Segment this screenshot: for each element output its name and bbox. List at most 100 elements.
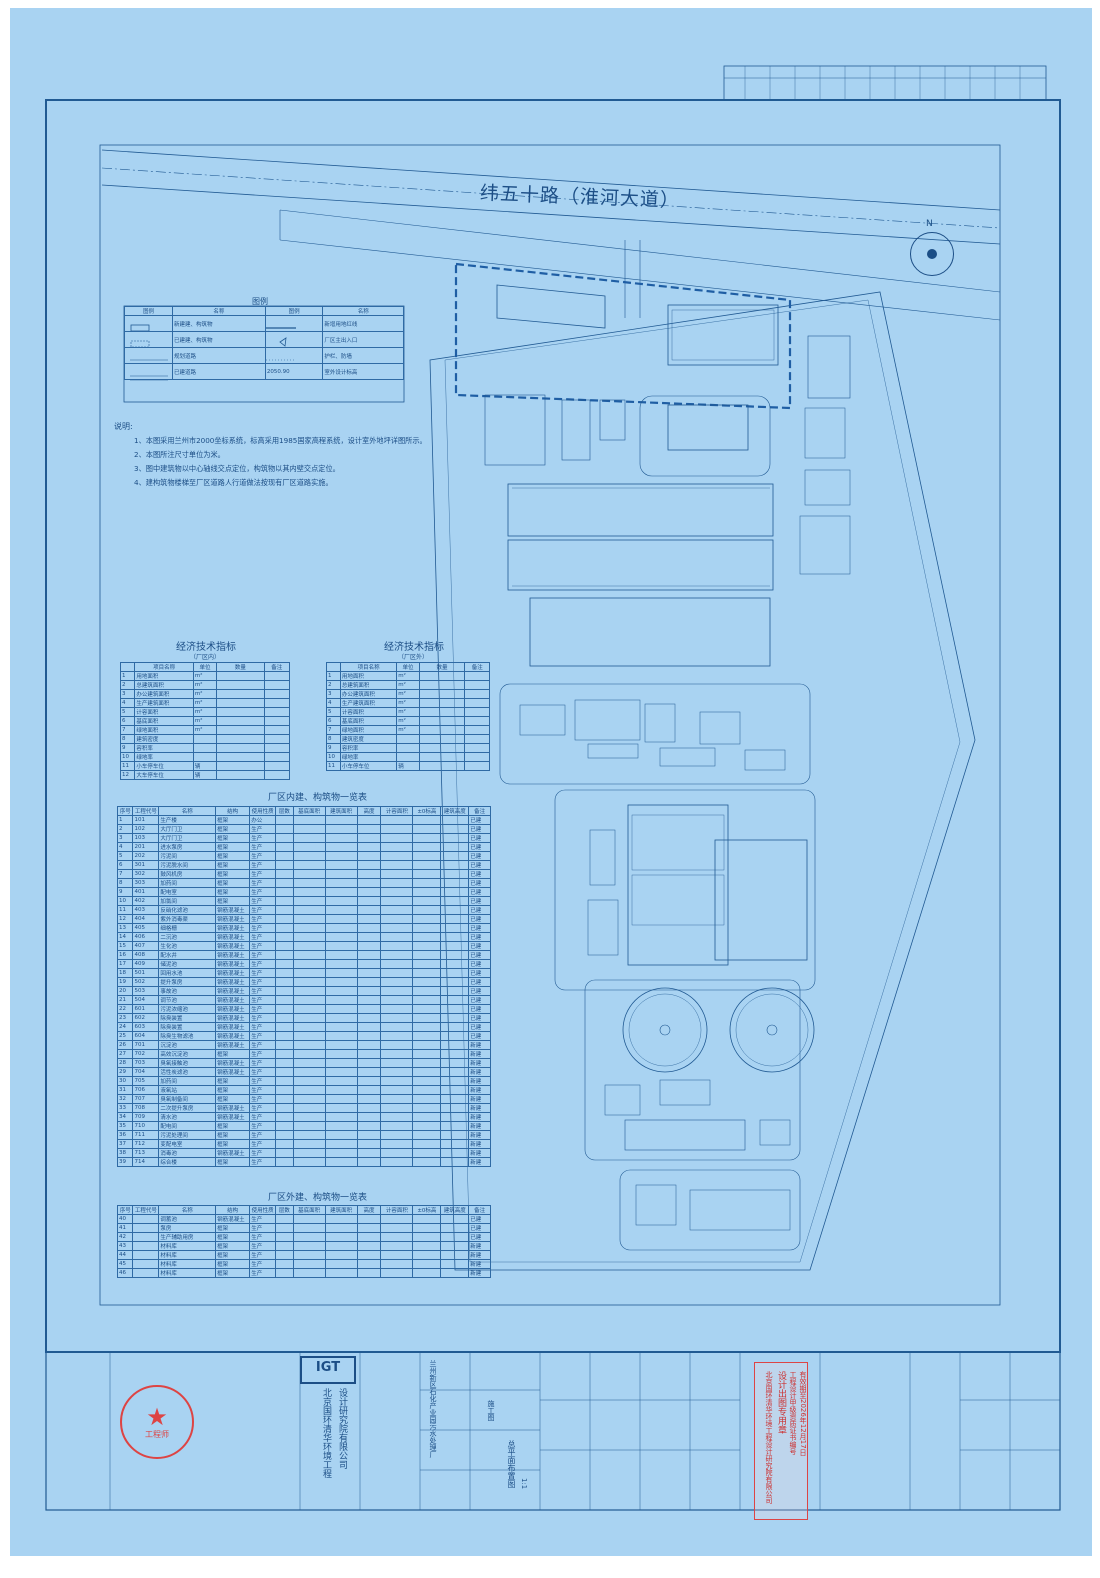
table-cell: 11 [116,905,134,915]
table-cell [440,851,470,861]
table-cell: 已建 [468,1013,491,1023]
table-cell: 新建 [468,1139,491,1149]
table-cell: 102 [132,824,160,834]
table-cell [464,725,490,735]
table-cell [412,1049,442,1059]
table-header: 建筑面积 [324,806,358,816]
table-cell: 5 [116,851,134,861]
table-cell [412,851,442,861]
table-cell: 新建 [468,1058,491,1068]
table-cell: 新建 [468,1130,491,1140]
table-cell [324,959,358,969]
table-cell: 45 [116,1259,134,1269]
econ-in-title: 经济技术指标 [176,642,236,653]
table-cell [380,851,414,861]
table-cell [380,1067,414,1077]
table-cell: 39 [116,1157,134,1167]
econ-out-subtitle: （厂区外） [398,654,429,661]
legend-header: 名称 [322,306,404,316]
table-cell [275,1022,294,1032]
table-cell: 用地面积 [134,671,194,681]
table-cell [356,1058,382,1068]
table-cell [440,1250,470,1260]
table-cell [275,1130,294,1140]
table-cell [356,878,382,888]
table-cell [440,941,470,951]
table-cell [324,878,358,888]
table-cell: 703 [132,1058,160,1068]
table-cell [412,860,442,870]
table-cell: 容积率 [339,743,398,753]
table-cell: 大厅门卫 [158,833,217,843]
table-cell: 储泥池 [158,959,217,969]
table-cell [440,1232,470,1242]
table-cell [380,914,414,924]
table-cell [216,734,265,744]
table-header: 基底面积 [292,806,326,816]
table-cell [380,995,414,1005]
table-cell [356,1148,382,1158]
table-cell: 生产 [249,878,277,888]
table-cell [356,860,382,870]
table-cell: 绿地面积 [339,725,398,735]
table-cell [412,1121,442,1131]
table-header: 序号 [116,806,134,816]
table-cell [292,1241,326,1251]
table-cell: 12 [116,914,134,924]
table-cell: 生产 [249,1085,277,1095]
table-cell [380,869,414,879]
table-cell [440,1268,470,1278]
table-cell [464,752,490,762]
table-cell: 反硝化滤池 [158,905,217,915]
table-cell [380,1232,414,1242]
table-cell [418,689,466,699]
table-cell: 调节池 [158,995,217,1005]
table-cell [275,1139,294,1149]
table-cell [356,1013,382,1023]
table-cell [412,941,442,951]
table-cell [132,1268,160,1278]
table-cell [464,707,490,717]
table-cell: 生产 [249,833,277,843]
table-cell [356,887,382,897]
table-header: 建筑高度 [440,806,470,816]
table-cell [356,1139,382,1149]
table-cell [380,1103,414,1113]
stage: 施工图 [487,1400,495,1421]
table-cell [275,1094,294,1104]
table-cell: 钢筋混凝土 [215,1004,251,1014]
table-cell [380,923,414,933]
table-cell [412,1157,442,1167]
table-cell: 22 [116,1004,134,1014]
table-cell [380,941,414,951]
table-cell [324,1232,358,1242]
table-cell: 28 [116,1058,134,1068]
table-cell: 16 [116,950,134,960]
table-cell [440,1214,470,1224]
table-cell [440,995,470,1005]
table-cell: 框架 [215,842,251,852]
table-cell: 5 [119,707,136,717]
table-cell [396,743,420,753]
table-cell [440,1040,470,1050]
table-cell [275,1241,294,1251]
table-cell [356,1130,382,1140]
table-cell: 框架 [215,1049,251,1059]
table-cell [440,1076,470,1086]
table-cell [412,923,442,933]
table-cell [275,842,294,852]
table-cell [292,896,326,906]
table-header: 层数 [275,806,294,816]
table-header: 备注 [468,806,491,816]
north-arrow-icon: N [910,219,954,276]
table-cell: 新建 [468,1076,491,1086]
table-cell [412,977,442,987]
table-cell: 生产 [249,1031,277,1041]
table-header: 数量 [216,662,265,672]
